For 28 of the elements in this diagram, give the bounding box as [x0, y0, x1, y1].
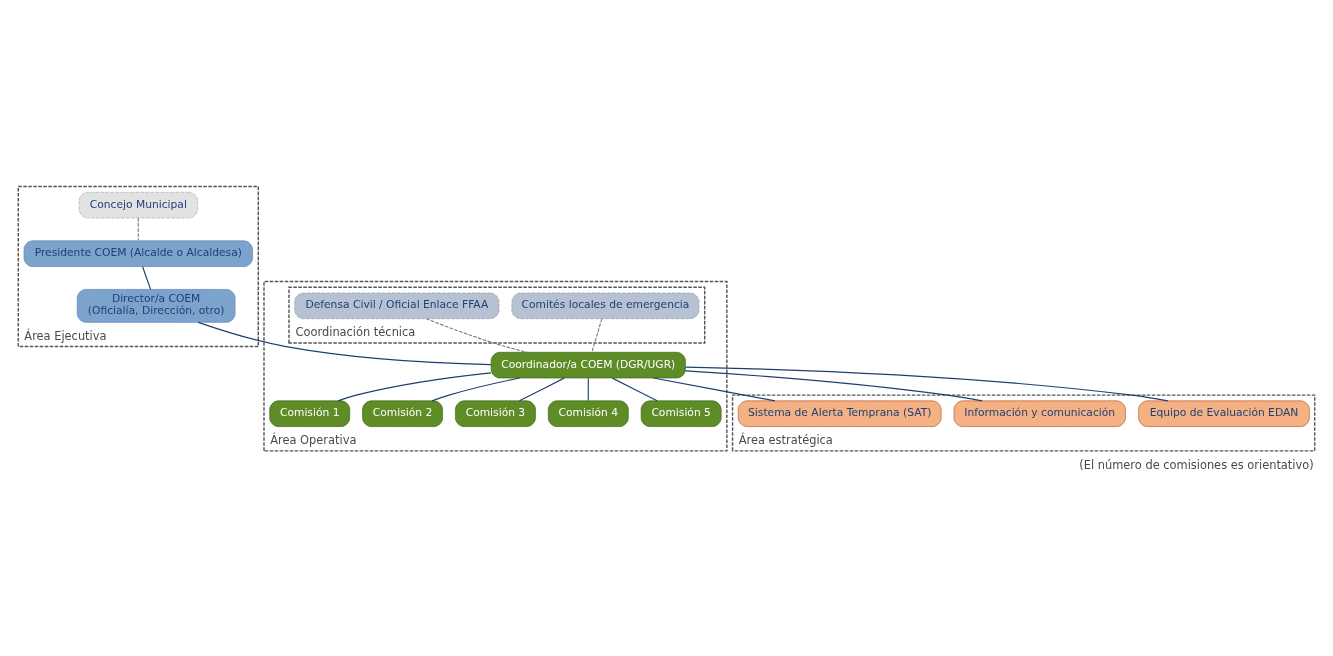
node-box: Sistema de Alerta Temprana (SAT): [737, 400, 942, 427]
connector: [685, 366, 1169, 402]
connector: [425, 318, 528, 353]
node-box: Comisión 5: [640, 400, 722, 427]
node-box: Presidente COEM (Alcalde o Alcaldesa): [23, 240, 253, 267]
caption: (El número de comisiones es orientativo): [1079, 457, 1314, 472]
node-box: Comités locales de emergencia: [511, 292, 700, 320]
node-box: Comisión 2: [362, 400, 443, 427]
connector: [591, 318, 603, 353]
node-box: Coordinador/a COEM (DGR/UGR): [490, 351, 686, 379]
connector: [197, 321, 492, 366]
node-box: Equipo de Evaluación EDAN: [1138, 400, 1310, 427]
connector: [684, 370, 983, 402]
node-box: Comisión 1: [269, 400, 351, 427]
connector: [652, 377, 776, 402]
node-box: Comisión 4: [547, 400, 629, 427]
connector: [587, 377, 589, 402]
node-box: Comisión 3: [455, 400, 536, 427]
connector: [518, 377, 565, 402]
connector: [137, 217, 139, 242]
node-box: Director/a COEM (Oficialía, Dirección, otro): [76, 289, 236, 323]
node-box: Información y comunicación: [953, 400, 1126, 427]
connector: [611, 377, 658, 402]
node-box: Defensa Civil / Oficial Enlace FFAA: [294, 292, 500, 320]
connector: [337, 372, 492, 402]
connector: [142, 266, 152, 290]
node-box: Concejo Municipal: [78, 191, 198, 219]
connector: [431, 377, 521, 402]
